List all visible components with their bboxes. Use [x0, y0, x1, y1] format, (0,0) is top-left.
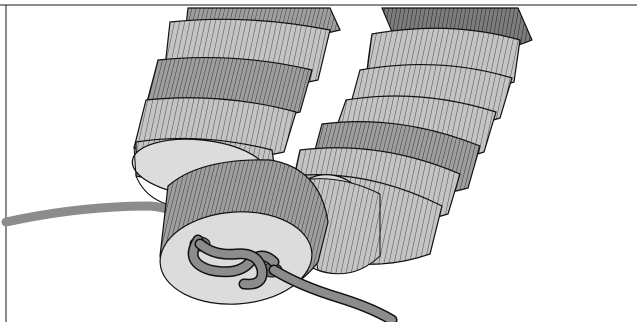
cord-knot [187, 234, 280, 290]
